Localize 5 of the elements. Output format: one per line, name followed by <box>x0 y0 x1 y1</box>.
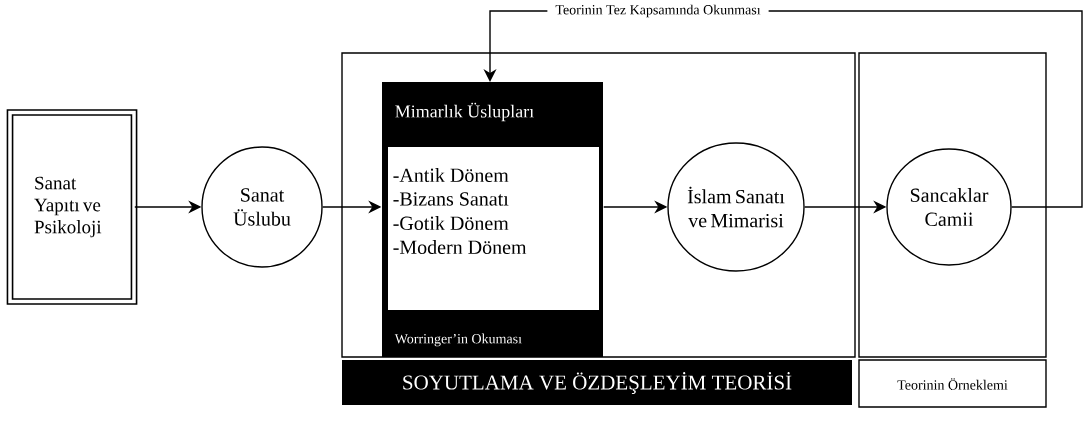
node-label: Teorinin Örneklemi <box>897 378 1008 390</box>
edge-label: Teorinin Tez Kapsamında Okunması <box>547 2 769 20</box>
node-label: SOYUTLAMA VE ÖZDEŞLEYİM TEORİSİ <box>403 372 792 394</box>
text-box: Sanat Yapıtı ve Psikoloji <box>6 109 138 305</box>
list-panel: Mimarlık Üslupları -Antik Dönem -Bizans Sanatı -Gotik Dönem -Modern Dönem Worringer’in Okuması <box>382 82 603 357</box>
